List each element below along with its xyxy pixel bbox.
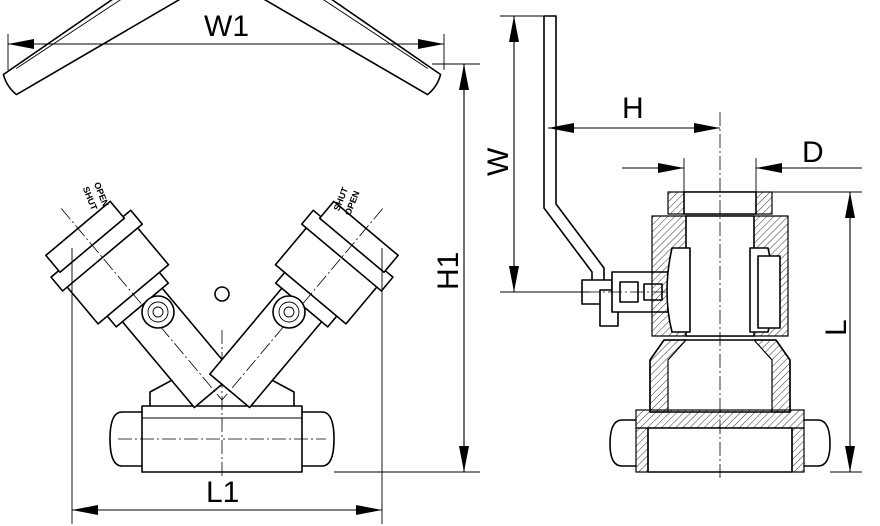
dim-label-w: W	[482, 147, 515, 176]
right-handle	[174, 0, 442, 96]
dimension-w: W	[482, 15, 590, 293]
dim-label-l: L	[820, 319, 853, 336]
center-bolt	[214, 286, 230, 302]
left-valve	[45, 200, 236, 409]
dim-label-h: H	[622, 92, 644, 125]
dimension-h: H	[543, 92, 720, 140]
left-handle-nut	[141, 295, 175, 329]
dimension-h1: H1	[334, 63, 480, 473]
dimension-l: L	[772, 191, 862, 473]
dim-label-h1: H1	[432, 252, 465, 290]
front-view: OPEN SHUT SHUT OPEN W1 H1	[2, 0, 480, 524]
dimension-d: D	[622, 136, 862, 192]
dimension-l1: L1	[71, 248, 383, 524]
dim-label-l1: L1	[206, 476, 239, 509]
side-view: W H D L	[482, 15, 862, 480]
side-body	[609, 112, 831, 480]
left-handle	[2, 0, 270, 96]
front-body-base	[109, 330, 335, 476]
right-handle-nut	[272, 295, 306, 329]
dimension-w1: W1	[7, 10, 445, 70]
side-handle	[543, 15, 619, 327]
right-valve	[208, 200, 399, 409]
dim-label-w1: W1	[204, 10, 249, 43]
dim-label-d: D	[802, 136, 824, 169]
